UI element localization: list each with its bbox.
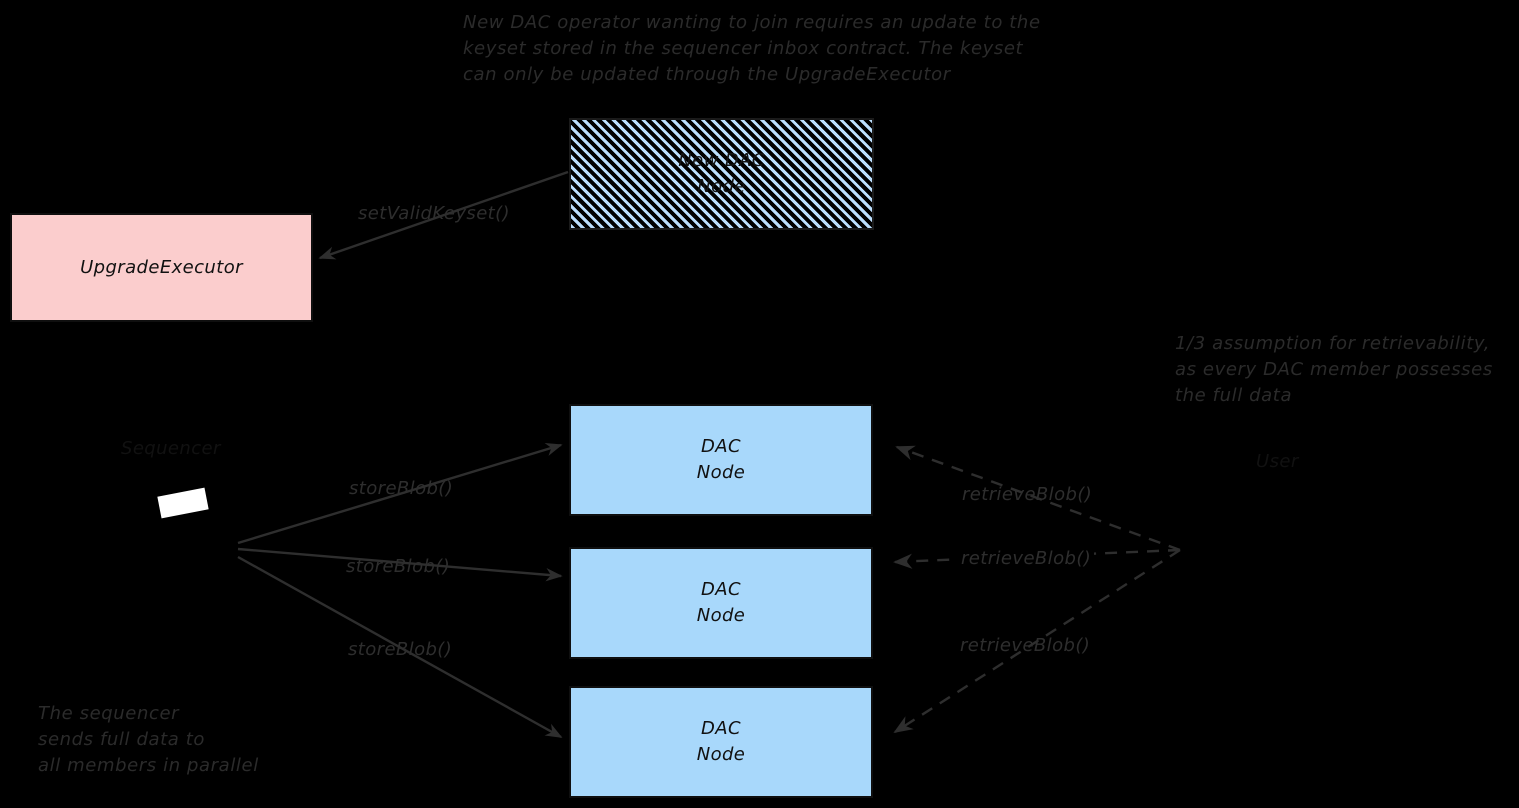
edge-set-valid-keyset-line	[318, 170, 569, 260]
dac-node-box-1[interactable]: DAC Node	[569, 404, 873, 516]
edge-retrieve-blob-1-line	[895, 445, 1181, 552]
edge-label-store-blob-2: storeBlob()	[346, 556, 451, 577]
dac-node-label-2: DAC Node	[696, 579, 746, 626]
edge-retrieve-blob-2-line	[893, 548, 1181, 569]
new-dac-node-label: New DAC Node	[678, 150, 765, 197]
dac-node-label-1: DAC Node	[696, 436, 746, 483]
edge-retrieve-blob-3-line	[893, 548, 1181, 734]
retrievability-assumption-note: 1/3 assumption for retrievability, as ev…	[1175, 333, 1493, 406]
dac-node-box-3[interactable]: DAC Node	[569, 686, 873, 798]
keyset-update-note: New DAC operator wanting to join require…	[463, 12, 1041, 85]
edge-label-retrieve-blob-1: retrieveBlob()	[962, 484, 1093, 505]
user-label: User	[1256, 451, 1299, 472]
edge-store-blob-1-line	[237, 442, 563, 545]
new-dac-node-box[interactable]: New DAC Node	[569, 118, 874, 230]
sequencer-parallel-note: The sequencer sends full data to all mem…	[38, 703, 259, 776]
edge-label-set-valid-keyset: setValidKeyset()	[358, 203, 510, 224]
upgrade-executor-box[interactable]: UpgradeExecutor	[10, 213, 313, 322]
edge-label-store-blob-1: storeBlob()	[349, 478, 454, 499]
dac-node-box-2[interactable]: DAC Node	[569, 547, 873, 659]
edge-label-retrieve-blob-3: retrieveBlob()	[960, 635, 1091, 656]
upgrade-executor-label: UpgradeExecutor	[80, 256, 243, 278]
edge-store-blob-2-line	[237, 547, 563, 582]
dac-node-label-3: DAC Node	[696, 718, 746, 765]
edge-store-blob-3-line	[237, 555, 563, 739]
edge-label-retrieve-blob-2: retrieveBlob()	[958, 548, 1095, 569]
edge-label-store-blob-3: storeBlob()	[348, 639, 453, 660]
sequencer-label: Sequencer	[121, 438, 221, 459]
